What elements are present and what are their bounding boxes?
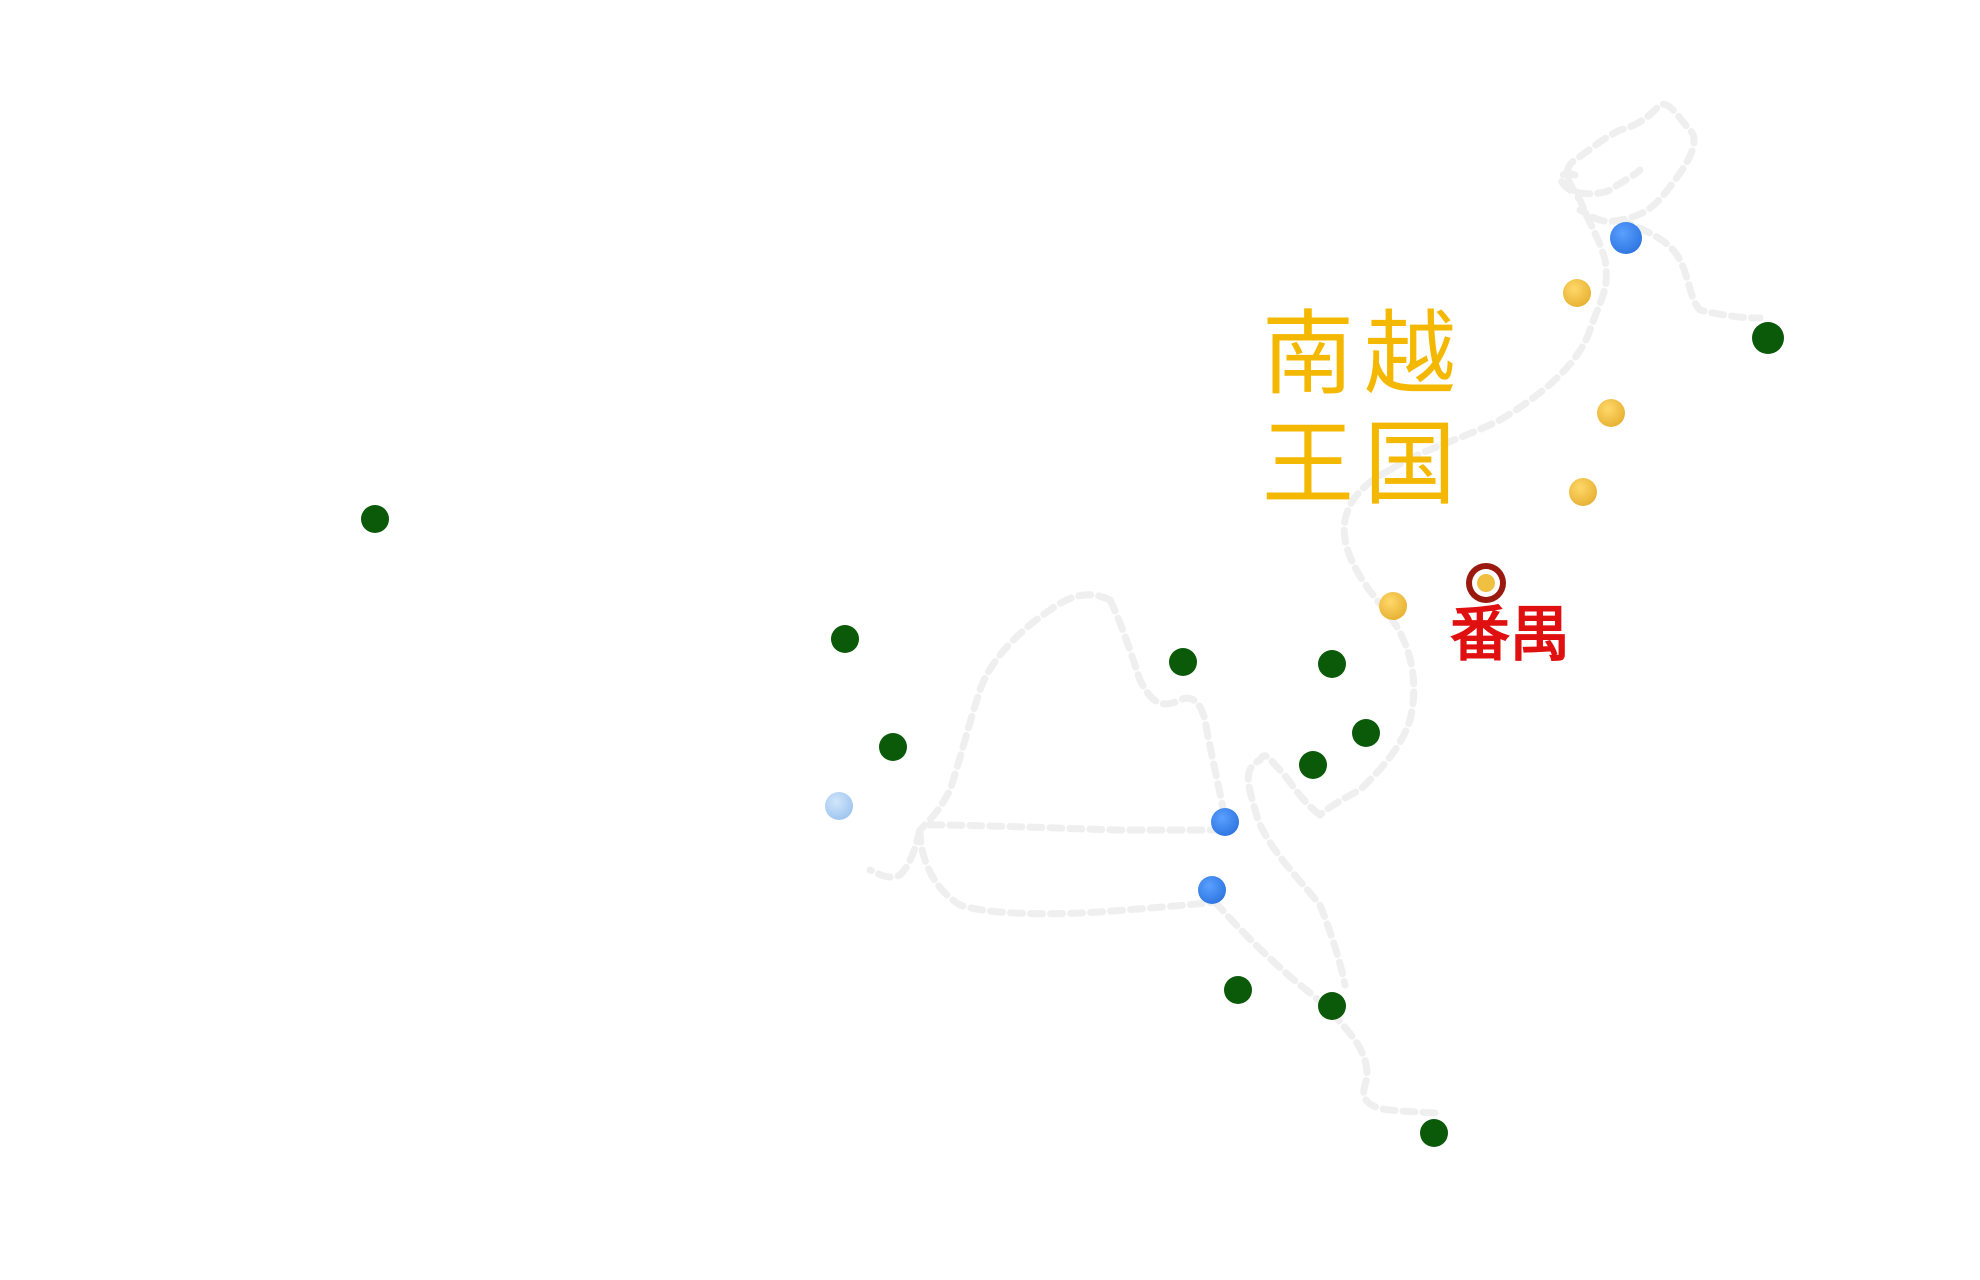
kingdom-title-line1: 南越 <box>1262 301 1467 408</box>
green-marker[interactable] <box>1318 992 1346 1020</box>
route-southern <box>1211 898 1439 1117</box>
green-marker[interactable] <box>1169 648 1197 676</box>
green-marker[interactable] <box>1299 751 1327 779</box>
route-central-west <box>1244 752 1349 989</box>
green-marker[interactable] <box>1752 322 1784 354</box>
green-marker[interactable] <box>879 733 907 761</box>
green-marker[interactable] <box>1224 976 1252 1004</box>
route-central <box>1316 466 1418 819</box>
yellow-marker[interactable] <box>1563 279 1591 307</box>
blue-marker[interactable] <box>1198 876 1226 904</box>
kingdom-title-line2: 王国 <box>1262 411 1467 518</box>
route-northeast-loop <box>1557 166 1644 198</box>
capital-marker-center <box>1477 574 1495 592</box>
blue-marker[interactable] <box>1610 222 1642 254</box>
route-west-loop-east <box>1106 596 1229 824</box>
green-marker[interactable] <box>1318 650 1346 678</box>
route-northern-coast <box>1386 100 1698 474</box>
green-marker[interactable] <box>1352 719 1380 747</box>
blue-marker[interactable] <box>1211 808 1239 836</box>
yellow-marker[interactable] <box>1597 399 1625 427</box>
green-marker[interactable] <box>1420 1119 1448 1147</box>
route-west-horizontal <box>926 821 1229 834</box>
green-marker[interactable] <box>361 505 389 533</box>
yellow-markers <box>1379 279 1625 620</box>
green-markers <box>361 322 1784 1147</box>
blue-markers <box>1198 222 1642 904</box>
route-west-lower <box>866 826 1219 918</box>
route-lines <box>866 100 1764 1117</box>
light-blue-markers <box>825 792 853 820</box>
kingdom-title: 南越 王国 <box>1262 300 1466 520</box>
capital-label: 番禺 <box>1450 600 1570 670</box>
yellow-marker[interactable] <box>1569 478 1597 506</box>
capital-marker[interactable] <box>1466 563 1506 603</box>
light-blue-marker[interactable] <box>825 792 853 820</box>
route-west-loop-upper <box>916 591 1114 834</box>
route-northeast-spur <box>1616 216 1764 322</box>
yellow-marker[interactable] <box>1379 592 1407 620</box>
green-marker[interactable] <box>831 625 859 653</box>
